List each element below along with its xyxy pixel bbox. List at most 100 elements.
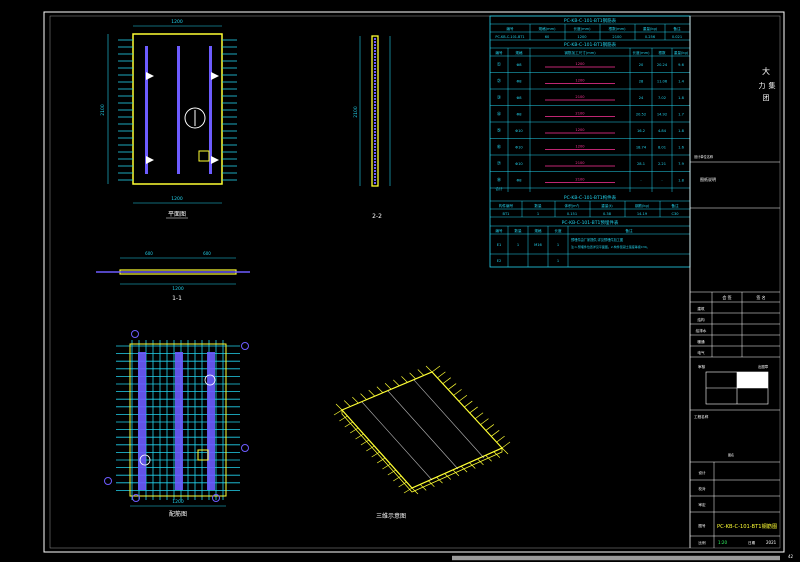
t1-c5: 0.021 xyxy=(672,35,682,39)
t2-cell: 20 xyxy=(639,63,644,67)
t2-cell: 1.8 xyxy=(678,129,684,133)
tb-header-b: 签 名 xyxy=(756,294,765,300)
table3-title: PC-KB-C-101-BT1构件表 xyxy=(564,194,617,201)
iso-stub-bottom xyxy=(339,415,348,422)
rebar-callout-2 xyxy=(241,342,249,350)
tb-row-0: 建筑 xyxy=(697,306,705,311)
t2-cell: 1200 xyxy=(575,79,585,83)
tb-bottom-grid xyxy=(690,462,780,548)
t1-c3: 2100 xyxy=(612,35,622,39)
tb-stamp-label: 出图章 xyxy=(758,364,769,369)
tb-side-char-0: 大 xyxy=(762,66,770,76)
iso-slab-side xyxy=(341,408,503,493)
iso-stub-top xyxy=(485,424,495,431)
t4-r1-c3: 1 xyxy=(557,243,559,247)
t2-cell: 1.8 xyxy=(678,179,684,183)
t3-vlines xyxy=(521,201,661,217)
t2-cell: - xyxy=(661,179,663,183)
t2-cell: 11.06 xyxy=(657,80,668,84)
tb-review-label: 审核 xyxy=(698,364,706,369)
tb-header-a: 会 签 xyxy=(722,294,731,300)
plan-marker-4 xyxy=(211,156,219,164)
t2-cell: ② xyxy=(497,79,502,85)
iso-stub-bottom xyxy=(382,463,391,470)
t2-cell: Φ8 xyxy=(516,80,522,84)
t4-r2-c0: E2 xyxy=(497,259,502,263)
iso-stub-bottom xyxy=(344,421,353,428)
t2-cell: 24 xyxy=(639,96,644,100)
t3-c3: 0.38 xyxy=(603,212,612,216)
t4-r1-c4: 预埋件由厂家提供,详见预埋件加工图 xyxy=(571,237,623,242)
iso-stub-top xyxy=(501,441,511,449)
iso-stub-left xyxy=(417,369,425,376)
t1-h1: 规格(mm) xyxy=(539,26,557,31)
tb-side-char-2: 集 xyxy=(769,81,776,90)
t2-cell: 2100 xyxy=(575,95,585,99)
rebar-vertical-bars xyxy=(131,340,224,500)
iso-strip-2 xyxy=(387,390,459,470)
section-1-1-view: 1200 600 600 1-1 xyxy=(96,251,250,302)
rebar-outline xyxy=(129,343,227,497)
iso-stub-right xyxy=(501,447,509,455)
t2-cell: 18.74 xyxy=(636,146,647,150)
t4-r1-c0: E1 xyxy=(497,243,502,247)
iso-stub-left xyxy=(393,379,400,387)
t2-cell: 20.24 xyxy=(657,63,668,67)
plan-view-label: 平面图 xyxy=(168,211,186,218)
rebar-view: 1200 配筋图 xyxy=(104,330,249,518)
t1-c1: 60 xyxy=(545,35,550,39)
plan-marker-3 xyxy=(146,156,154,164)
horizontal-scrollbar-thumb[interactable] xyxy=(452,556,780,560)
iso-stub-bottom xyxy=(371,451,380,458)
t1-c4: 0.256 xyxy=(645,35,656,39)
iso-stub-top xyxy=(474,412,484,420)
rebar-strip-1 xyxy=(138,352,146,490)
t3-h2: 体积(m³) xyxy=(565,203,581,208)
plan-dim-left-label: 2100 xyxy=(100,104,106,116)
iso-stub-left xyxy=(384,383,392,390)
plan-bar-2 xyxy=(177,46,180,174)
t2-cell: Φ10 xyxy=(515,146,523,150)
plan-dim-top-label: 1200 xyxy=(171,19,183,25)
plan-marker-1 xyxy=(146,72,154,80)
isometric-view: 三维示意图 xyxy=(333,365,511,520)
t4-h4: 备注 xyxy=(625,228,633,233)
iso-stub-top xyxy=(480,418,489,425)
t2-h1: 规格 xyxy=(515,50,523,55)
drawing-inner-frame xyxy=(49,15,781,549)
iso-stub-top xyxy=(491,430,500,437)
tb-date-label: 日期 xyxy=(748,540,756,545)
iso-stub-bottom xyxy=(360,439,370,446)
section-2-2-view: 2100 2-2 xyxy=(353,35,391,220)
t2-cell: ⑤ xyxy=(497,128,501,134)
tb-design-label: 设计 xyxy=(698,470,706,475)
t2-cell: 1200 xyxy=(575,62,585,66)
iso-stub-top xyxy=(442,377,451,384)
t4-h2: 规格 xyxy=(534,228,542,233)
t2-h4: 根数 xyxy=(658,50,666,55)
iso-stub-bottom xyxy=(366,445,375,452)
t2-cell: 2100 xyxy=(575,161,585,165)
t2-cell: ① xyxy=(497,62,502,68)
section-1-1-label: 1-1 xyxy=(172,295,182,302)
rebar-callout-1 xyxy=(131,330,139,338)
tables-block: PC-KB-C-101-BT1钢筋表 编号 规格(mm) 长度(mm) 根数(m… xyxy=(489,15,691,268)
t2-cell: 2100 xyxy=(575,112,585,116)
rebar-embed-box xyxy=(197,449,209,461)
iso-stub-bottom xyxy=(393,475,402,482)
t2-cell: 1.8 xyxy=(678,96,684,100)
plan-outline xyxy=(132,33,223,185)
iso-stub-bottom xyxy=(376,457,386,464)
iso-stub-left xyxy=(368,389,375,397)
t2-cell: 1200 xyxy=(575,145,585,149)
tb-sign-grid xyxy=(690,292,780,358)
iso-stub-bottom xyxy=(333,409,343,416)
t4-r1-c1: 1 xyxy=(517,243,519,247)
t3-h5: 备注 xyxy=(671,203,679,208)
rebar-marker-b xyxy=(204,374,216,386)
t2-cell: 7.9 xyxy=(678,162,684,166)
t2-cell: 1.7 xyxy=(678,113,684,117)
iso-stub-bottom xyxy=(349,427,359,434)
